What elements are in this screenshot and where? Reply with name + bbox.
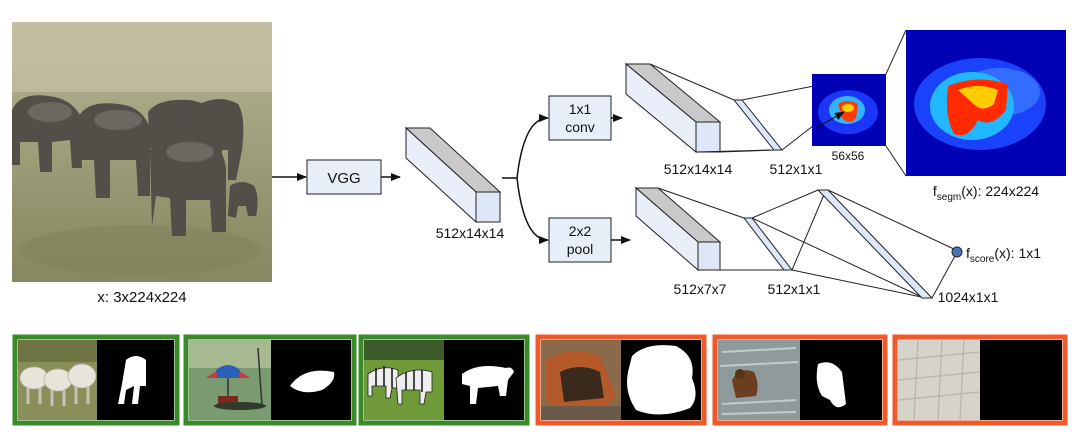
score-output-node (951, 246, 963, 258)
score-output-label: fscore(x): 1x1 (966, 245, 1041, 265)
seg-output-sub: segm (937, 192, 961, 203)
example-backpack (535, 334, 707, 426)
conv-label-line1: 1x1 (569, 101, 592, 117)
seg-output-prefix: f (933, 183, 937, 199)
score-output-suffix: (x): 1x1 (994, 245, 1041, 261)
conv-block: 1x1 conv (548, 95, 612, 141)
large-heatmap (906, 30, 1066, 176)
seg-output-label: fsegm(x): 224x224 (933, 183, 1039, 203)
input-label: x: 3x224x224 (97, 289, 186, 306)
seg-output-suffix: (x): 224x224 (961, 183, 1039, 199)
pool-label-line1: 2x2 (569, 223, 592, 239)
score-tensor-label-a: 512x7x7 (674, 281, 727, 297)
seg-cuboid (624, 62, 722, 154)
score-output-prefix: f (966, 245, 970, 261)
seg-vector-slab (732, 99, 784, 151)
trunk-tensor-label: 512x14x14 (436, 225, 505, 241)
example-umbrella-boat (183, 334, 357, 426)
score-vector-slab-b (816, 189, 934, 299)
example-bear (712, 334, 888, 426)
small-heatmap (812, 74, 886, 146)
example-sheep (12, 334, 180, 426)
small-heatmap-label: 56x56 (832, 149, 865, 163)
score-tensor-label-b: 512x1x1 (768, 281, 821, 297)
pool-label-line2: pool (567, 241, 593, 257)
score-tensor-label-c: 1024x1x1 (938, 289, 999, 305)
vgg-label: VGG (327, 170, 360, 187)
trunk-feature-cuboid (404, 126, 502, 224)
example-pavement (892, 334, 1068, 426)
score-output-sub: score (970, 254, 995, 265)
conv-label-line2: conv (565, 119, 595, 135)
vgg-block: VGG (306, 159, 382, 195)
pool-block: 2x2 pool (548, 217, 612, 263)
example-zebra (358, 334, 530, 426)
seg-tensor-label-b: 512x1x1 (770, 161, 823, 177)
seg-tensor-label-a: 512x14x14 (664, 161, 733, 177)
score-cuboid (634, 186, 722, 272)
input-photo (12, 22, 272, 282)
